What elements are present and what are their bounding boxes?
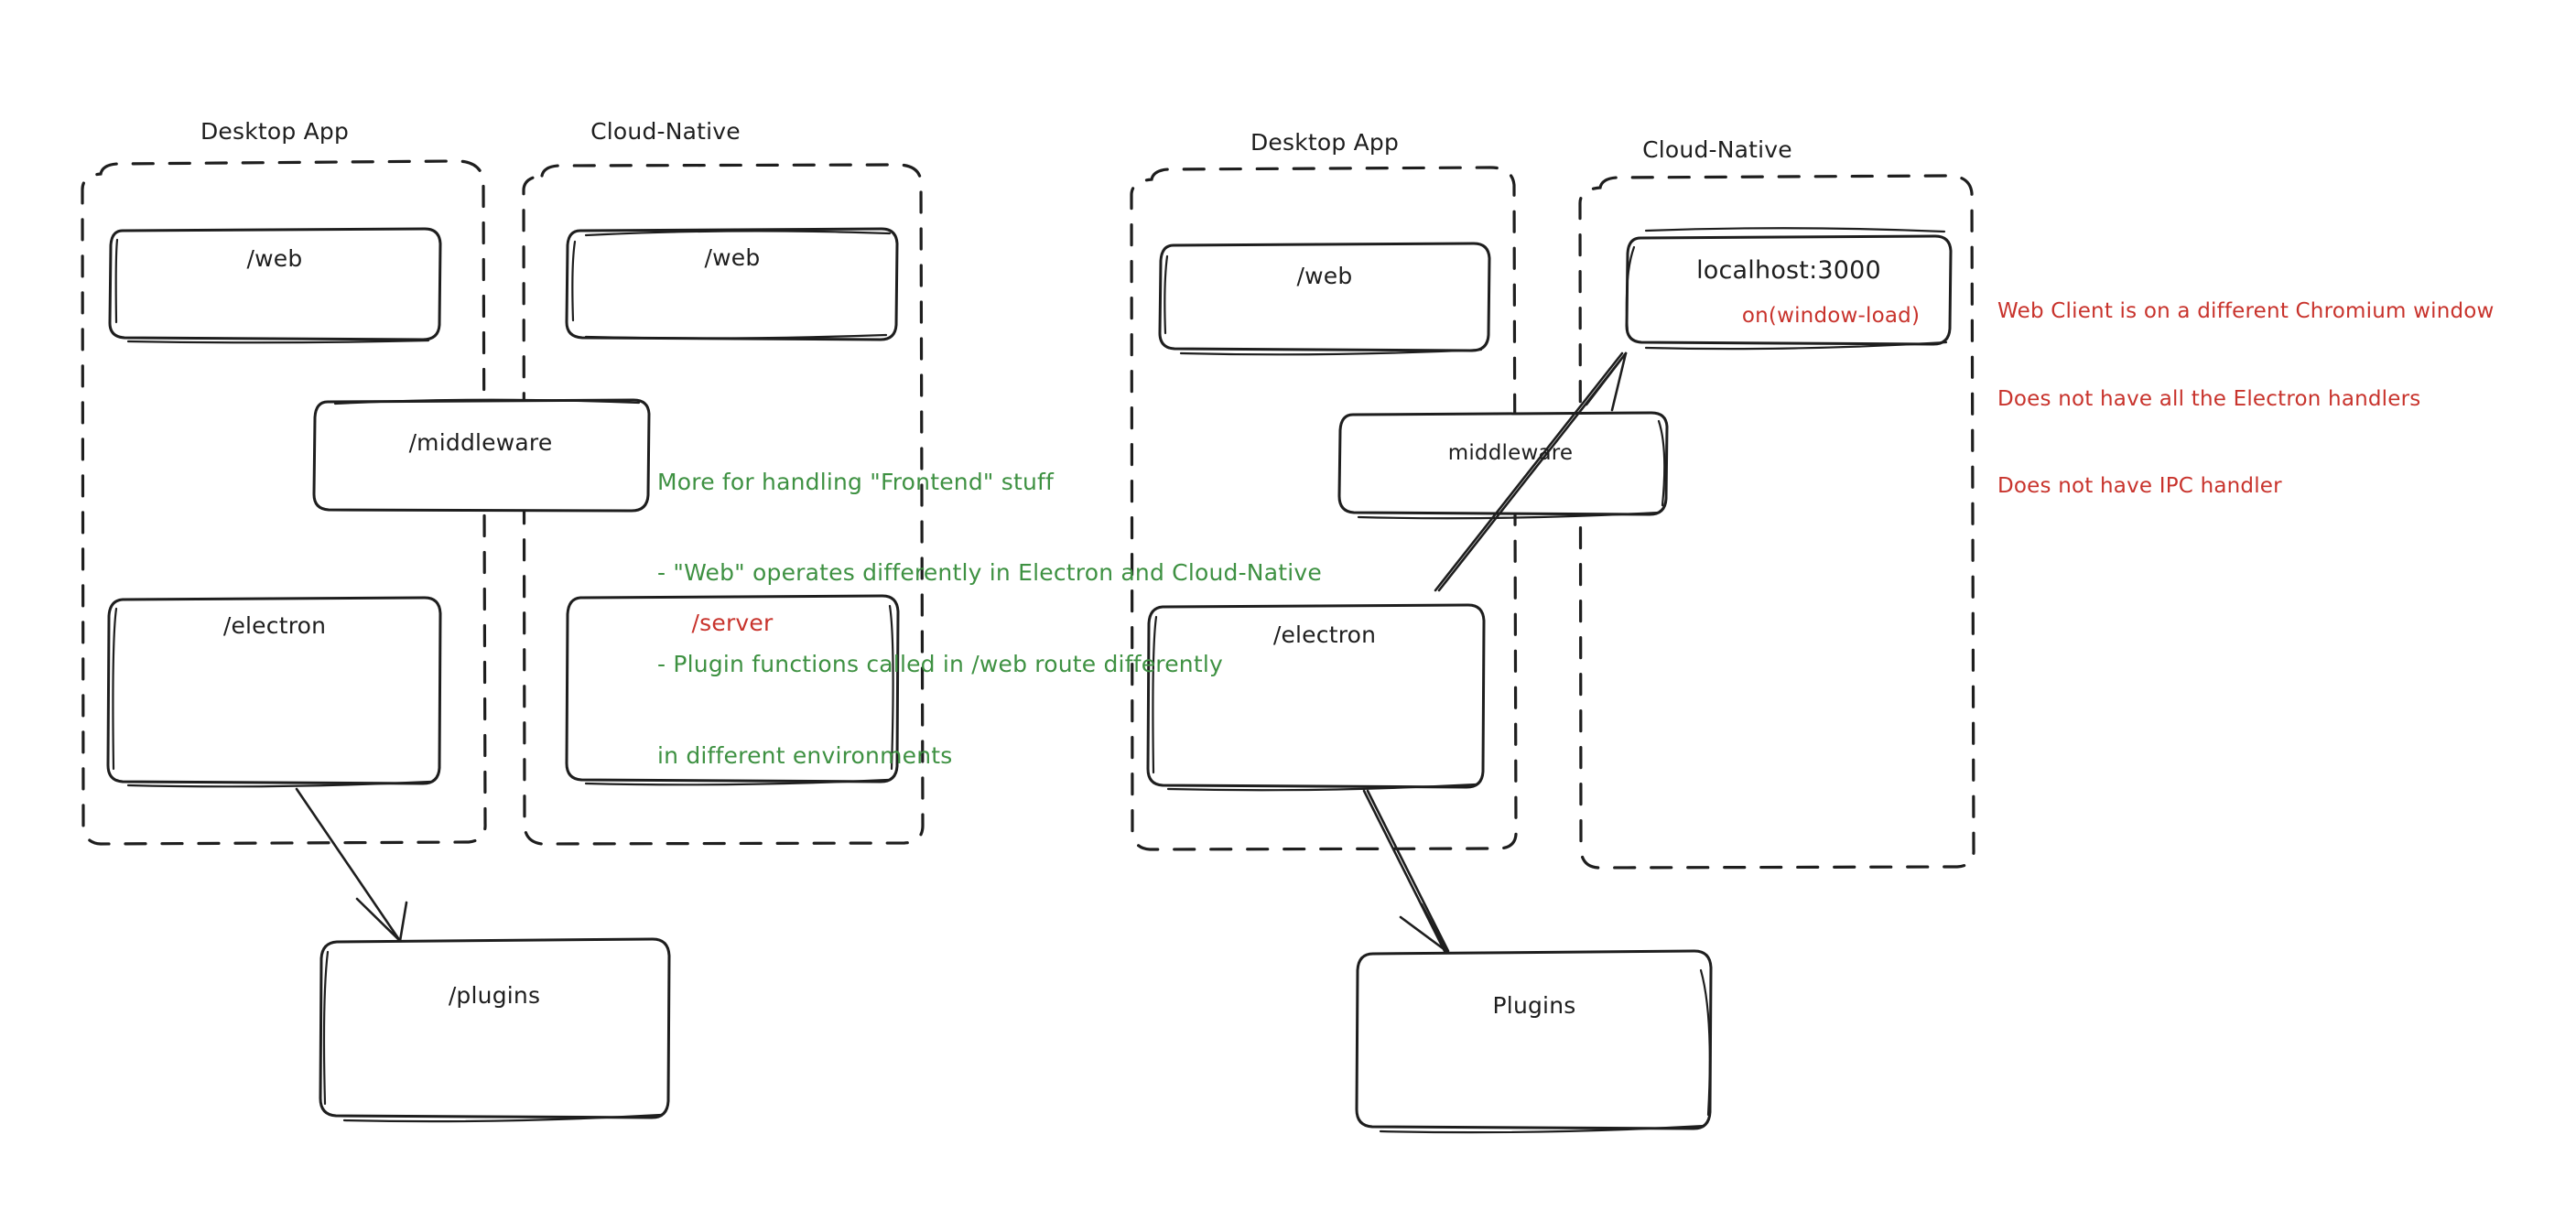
red-note-line-1: Web Client is on a different Chromium wi… (1997, 299, 2495, 324)
red-annotation-note: Web Client is on a different Chromium wi… (1997, 240, 2495, 559)
left-arrow-electron-to-plugins (295, 787, 408, 943)
right-group-title-cloud-native: Cloud-Native (1642, 136, 1792, 163)
right-node-label-electron: /electron (1272, 621, 1377, 648)
right-node-middleware-shape (1337, 411, 1669, 520)
left-node-middleware-shape (312, 398, 651, 513)
right-node-label-window-load: on(window-load) (1741, 304, 1921, 328)
right-node-label-localhost: localhost:3000 (1696, 256, 1881, 285)
right-node-localhost-shape (1625, 227, 1953, 351)
left-node-plugins-shape (319, 937, 671, 1123)
right-node-label-web-desktop: /web (1296, 263, 1353, 289)
right-node-plugins-shape (1355, 949, 1713, 1134)
right-group-cloud-native-border (1578, 174, 1975, 870)
left-group-title-cloud-native: Cloud-Native (590, 118, 741, 145)
left-group-title-desktop-app: Desktop App (200, 118, 350, 145)
left-node-electron-shape (106, 596, 442, 788)
right-node-label-middleware: middleware (1447, 441, 1574, 465)
green-note-line-4: in different environments (657, 741, 953, 769)
left-node-label-middleware: /middleware (408, 429, 553, 456)
left-node-label-web-desktop: /web (246, 245, 303, 272)
left-node-label-plugins: /plugins (448, 982, 541, 1009)
right-node-web-desktop-shape (1158, 242, 1491, 356)
right-group-desktop-app-border (1130, 166, 1518, 851)
green-note-line-3: - Plugin functions called in /web route … (657, 651, 1223, 677)
left-node-label-web-cloud: /web (704, 244, 761, 271)
left-node-label-electron: /electron (222, 612, 327, 639)
left-group-cloud-native-border (522, 163, 925, 846)
right-node-label-plugins: Plugins (1492, 992, 1576, 1019)
left-node-label-server: /server (691, 610, 774, 636)
right-arrow-electron-to-plugins (1362, 789, 1450, 953)
green-note-line-1: More for handling "Frontend" stuff (657, 468, 1055, 495)
right-group-title-desktop-app: Desktop App (1250, 129, 1400, 156)
right-arrow-electron-to-localhost (1434, 351, 1628, 592)
green-note-line-2: - "Web" operates differently in Electron… (657, 559, 1322, 587)
left-group-desktop-app-border (81, 159, 487, 846)
left-node-web-cloud-shape (565, 227, 899, 341)
green-annotation-note: More for handling "Frontend" stuff - "We… (657, 405, 1322, 832)
red-note-line-3: Does not have IPC handler (1997, 473, 2282, 498)
red-note-line-2: Does not have all the Electron handlers (1997, 386, 2421, 411)
left-node-web-desktop-shape (108, 227, 442, 344)
right-node-electron-shape (1146, 603, 1486, 792)
left-node-server-shape (565, 594, 900, 786)
